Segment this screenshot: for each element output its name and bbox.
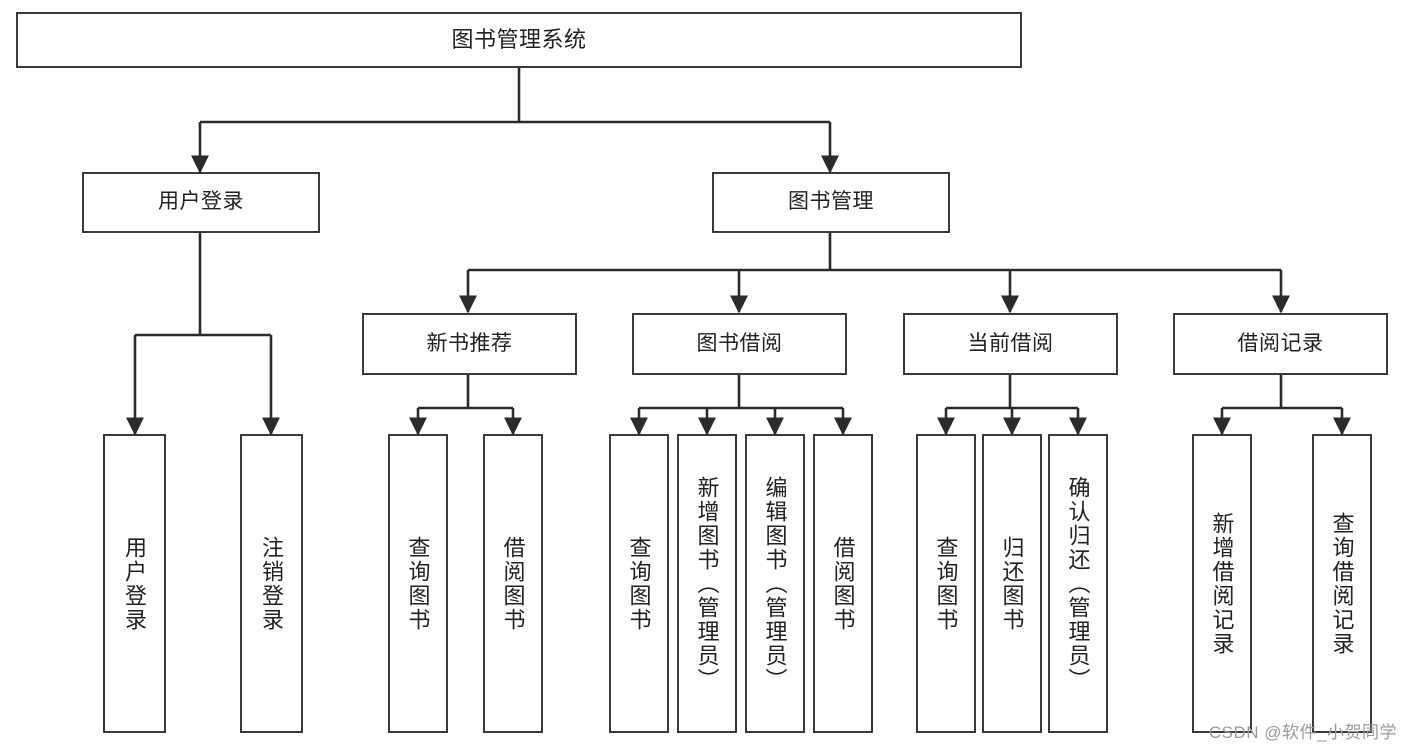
leaf-user-login-logout[interactable]: 注销登录 [240, 434, 303, 733]
node-label: 新增借阅记录 [1209, 511, 1235, 656]
node-label: 图书借阅 [696, 331, 783, 355]
leaf-user-login-login[interactable]: 用户登录 [103, 434, 166, 733]
leaf-book-borrow-edit-book-admin[interactable]: 编辑图书（管理员） [745, 434, 805, 733]
node-label: 新增图书（管理员） [694, 475, 720, 692]
node-label: 归还图书 [999, 535, 1025, 632]
leaf-book-borrow-add-book-admin[interactable]: 新增图书（管理员） [677, 434, 737, 733]
node-label: 查询图书 [933, 535, 959, 632]
node-label: 注销登录 [259, 535, 285, 632]
node-label: 借阅记录 [1237, 331, 1324, 355]
node-label: 借阅图书 [830, 535, 856, 632]
node-root-book-management-system[interactable]: 图书管理系统 [16, 12, 1022, 68]
node-label: 当前借阅 [967, 331, 1054, 355]
node-label: 图书管理系统 [451, 27, 587, 53]
node-label: 用户登录 [158, 190, 244, 214]
node-book-management[interactable]: 图书管理 [712, 172, 950, 233]
node-label: 确认归还（管理员） [1065, 475, 1091, 692]
leaf-current-borrow-query-book[interactable]: 查询图书 [916, 434, 976, 733]
node-borrow-record[interactable]: 借阅记录 [1173, 313, 1388, 375]
node-book-borrow[interactable]: 图书借阅 [632, 313, 847, 375]
leaf-book-borrow-query-book[interactable]: 查询图书 [609, 434, 669, 733]
node-new-book-recommend[interactable]: 新书推荐 [362, 313, 577, 375]
leaf-book-borrow-borrow-book[interactable]: 借阅图书 [813, 434, 873, 733]
node-label: 新书推荐 [426, 331, 513, 355]
leaf-borrow-record-add-record[interactable]: 新增借阅记录 [1192, 434, 1252, 733]
node-label: 借阅图书 [500, 535, 526, 632]
watermark-text: CSDN @软件_小贺同学 [1208, 723, 1397, 742]
leaf-new-book-borrow-book[interactable]: 借阅图书 [483, 434, 543, 733]
leaf-current-borrow-confirm-return-admin[interactable]: 确认归还（管理员） [1048, 434, 1108, 733]
node-label: 查询图书 [405, 535, 431, 632]
node-label: 查询图书 [626, 535, 652, 632]
node-label: 查询借阅记录 [1329, 511, 1355, 656]
leaf-borrow-record-query-record[interactable]: 查询借阅记录 [1312, 434, 1372, 733]
node-label: 用户登录 [122, 535, 148, 632]
node-current-borrow[interactable]: 当前借阅 [903, 313, 1118, 375]
node-label: 图书管理 [788, 190, 874, 214]
node-label: 编辑图书（管理员） [762, 475, 788, 692]
leaf-current-borrow-return-book[interactable]: 归还图书 [982, 434, 1042, 733]
node-user-login[interactable]: 用户登录 [82, 172, 320, 233]
leaf-new-book-query-book[interactable]: 查询图书 [388, 434, 448, 733]
